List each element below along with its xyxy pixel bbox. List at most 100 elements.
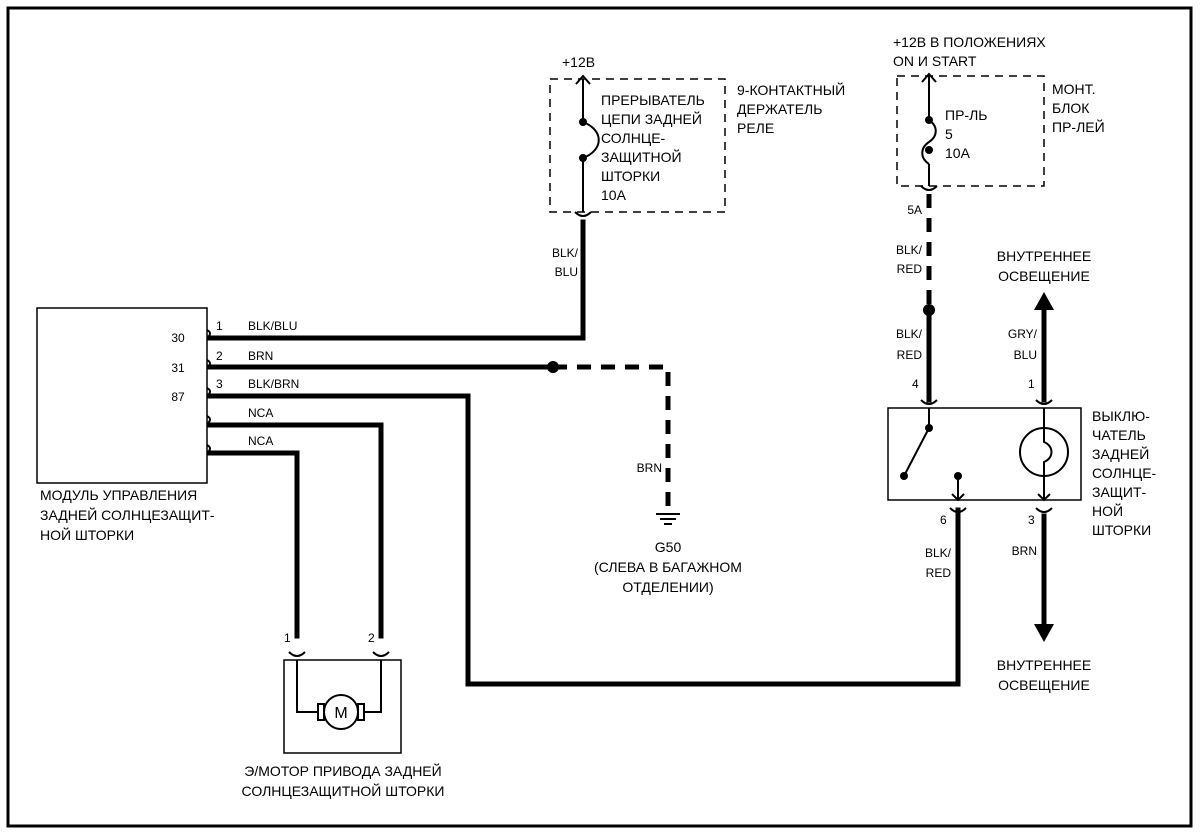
switch-label-7: ШТОРКИ bbox=[1092, 522, 1151, 538]
breaker-line2: ЦЕПИ ЗАДНЕЙ bbox=[601, 110, 702, 127]
relay-holder-box bbox=[549, 78, 726, 213]
switch-label-4: СОЛНЦЕ- bbox=[1092, 465, 1157, 481]
relay-out-color-2: BLU bbox=[555, 265, 578, 279]
wire-blk-brn bbox=[207, 393, 961, 687]
fuse-out-b-2: RED bbox=[897, 348, 923, 362]
wire-nca-motor-2 bbox=[207, 422, 384, 639]
lamp-bottom-arrow-icon bbox=[1037, 493, 1051, 502]
wire5-color: NCA bbox=[248, 434, 273, 448]
holder-line1: 9-КОНТАКТНЫЙ bbox=[737, 81, 845, 98]
wire2-color: BRN bbox=[248, 349, 273, 363]
switch-pin1-color-2: BLU bbox=[1014, 348, 1037, 362]
motor-connector-2-icon bbox=[372, 651, 390, 657]
motor-icon bbox=[323, 694, 359, 730]
switch-contact-dot-top bbox=[925, 424, 933, 432]
sunshade-switch: 4 1 6 3 ВЫКЛЮ- ЧАТЕЛЬ ЗАДНЕЙ СОЛНЦЕ- ЗАЩ… bbox=[887, 377, 1157, 538]
fuse-supply-1: +12В В ПОЛОЖЕНИЯХ bbox=[893, 34, 1046, 50]
shade-motor: 1 2 M Э/МОТОР ПРИВОДА ЗАДНЕЙ СОЛНЦЕЗАЩИТ… bbox=[242, 631, 445, 799]
module-label-line3: НОЙ ШТОРКИ bbox=[40, 526, 134, 543]
breaker-dot-bottom bbox=[579, 154, 587, 162]
circuit-breaker-icon bbox=[582, 79, 600, 212]
switch-pin-1: 1 bbox=[1028, 377, 1035, 391]
wire1-pin: 1 bbox=[216, 319, 223, 333]
fuse-out-a-1: BLK/ bbox=[896, 243, 923, 257]
fuse-out-b-1: BLK/ bbox=[896, 327, 923, 341]
control-module-box bbox=[36, 307, 208, 484]
switch-pin-3: 3 bbox=[1028, 513, 1035, 527]
motor-connector-1-icon bbox=[288, 651, 306, 657]
block-line3: ПР-ЛЕЙ bbox=[1052, 118, 1105, 135]
switch-contact-dot-bottom bbox=[900, 472, 908, 480]
switch-label-5: ЗАЩИТ- bbox=[1092, 484, 1147, 500]
wire1-color: BLK/BLU bbox=[248, 319, 297, 333]
interior-bottom-2: ОСВЕЩЕНИЕ bbox=[998, 677, 1090, 693]
ground-note-2: ОТДЕЛЕНИИ) bbox=[622, 579, 713, 595]
motor-pin-1: 1 bbox=[284, 631, 291, 645]
switch-pin6-lead bbox=[951, 476, 965, 502]
wire-nca-motor-1 bbox=[207, 450, 300, 639]
breaker-dot-top bbox=[579, 118, 587, 126]
switch-label-6: НОЙ bbox=[1092, 502, 1123, 519]
fuse-top-arrow-icon bbox=[921, 72, 937, 83]
module-label-line1: МОДУЛЬ УПРАВЛЕНИЯ bbox=[40, 487, 197, 503]
switch-connector-4-icon bbox=[920, 399, 938, 405]
wire2-pin: 2 bbox=[216, 349, 223, 363]
switch-connector-3-icon bbox=[1035, 507, 1053, 513]
ground-name: G50 bbox=[655, 539, 682, 555]
switch-pin-6: 6 bbox=[940, 513, 947, 527]
interior-up-arrow-icon bbox=[1034, 292, 1054, 310]
relay-top-arrow-icon bbox=[575, 74, 591, 85]
switch-pin1-color-1: GRY/ bbox=[1008, 327, 1038, 341]
fuse-pin: 5A bbox=[907, 203, 922, 217]
fuse-supply-2: ON И START bbox=[893, 53, 977, 69]
breaker-line3: СОЛНЦЕ- bbox=[601, 130, 666, 146]
holder-line3: РЕЛЕ bbox=[737, 120, 774, 136]
switch-pin6-color-2: RED bbox=[926, 566, 952, 580]
interior-down-arrow-icon bbox=[1034, 624, 1054, 642]
fuse-line2: 5 bbox=[945, 126, 953, 142]
relay-connector-icon bbox=[574, 211, 592, 217]
fuse-block: +12В В ПОЛОЖЕНИЯХ ON И START ПР-ЛЬ 5 10А… bbox=[893, 34, 1105, 217]
module-label-line2: ЗАДНЕЙ СОЛНЦЕЗАЩИТ- bbox=[40, 506, 215, 523]
switch-pin-4: 4 bbox=[912, 377, 919, 391]
fuse-dot-top bbox=[925, 116, 933, 124]
lamp-filament-icon bbox=[1043, 428, 1053, 476]
switch-connector-6-icon bbox=[949, 507, 967, 513]
wire-blk-blu bbox=[207, 219, 586, 341]
motor-label-2: СОЛНЦЕЗАЩИТНОЙ ШТОРКИ bbox=[242, 782, 445, 799]
control-module: 30 31 87 МОДУЛЬ УПРАВЛЕНИЯ ЗАДНЕЙ СОЛНЦЕ… bbox=[36, 307, 215, 543]
breaker-line1: ПРЕРЫВАТЕЛЬ bbox=[601, 92, 705, 108]
module-connector-ticks bbox=[206, 329, 211, 454]
breaker-line4: ЗАЩИТНОЙ bbox=[601, 148, 682, 165]
switch-pin3-color: BRN bbox=[1012, 544, 1037, 558]
switch-box bbox=[887, 407, 1082, 501]
terminal-87: 87 bbox=[171, 390, 185, 404]
motor-pin-2: 2 bbox=[368, 631, 375, 645]
diagram-frame bbox=[6, 6, 1193, 828]
wire4-color: NCA bbox=[248, 406, 273, 420]
relay-out-color-1: BLK/ bbox=[552, 246, 579, 260]
wire3-color: BLK/BRN bbox=[248, 377, 299, 391]
interior-bottom-1: ВНУТРЕННЕЕ bbox=[997, 657, 1091, 673]
fuse-out-a-2: RED bbox=[897, 262, 923, 276]
wire3-pin: 3 bbox=[216, 377, 223, 391]
fuse-dot-bottom bbox=[925, 146, 933, 154]
terminal-30: 30 bbox=[171, 331, 185, 345]
ground-symbol bbox=[656, 513, 680, 525]
switch-label-1: ВЫКЛЮ- bbox=[1092, 408, 1150, 424]
interior-top-2: ОСВЕЩЕНИЕ bbox=[998, 268, 1090, 284]
block-line2: БЛОК bbox=[1052, 100, 1090, 116]
fuse-connector-icon bbox=[920, 185, 938, 191]
switch-label-2: ЧАТЕЛЬ bbox=[1092, 427, 1146, 443]
fuse-line3: 10А bbox=[945, 145, 971, 161]
motor-symbol: M bbox=[334, 705, 347, 722]
switch-connector-1-icon bbox=[1035, 399, 1053, 405]
ground-note-1: (СЛЕВА В БАГАЖНОМ bbox=[594, 559, 742, 575]
motor-leads bbox=[296, 660, 382, 713]
motor-label-1: Э/МОТОР ПРИВОДА ЗАДНЕЙ bbox=[244, 762, 441, 779]
ground-wire-color: BRN bbox=[637, 461, 662, 475]
relay-holder: +12В ПРЕРЫВАТЕЛЬ ЦЕПИ ЗАДНЕЙ СОЛНЦЕ- ЗАЩ… bbox=[549, 54, 845, 217]
interior-top-1: ВНУТРЕННЕЕ bbox=[997, 248, 1091, 264]
fuse-line1: ПР-ЛЬ bbox=[945, 107, 987, 123]
